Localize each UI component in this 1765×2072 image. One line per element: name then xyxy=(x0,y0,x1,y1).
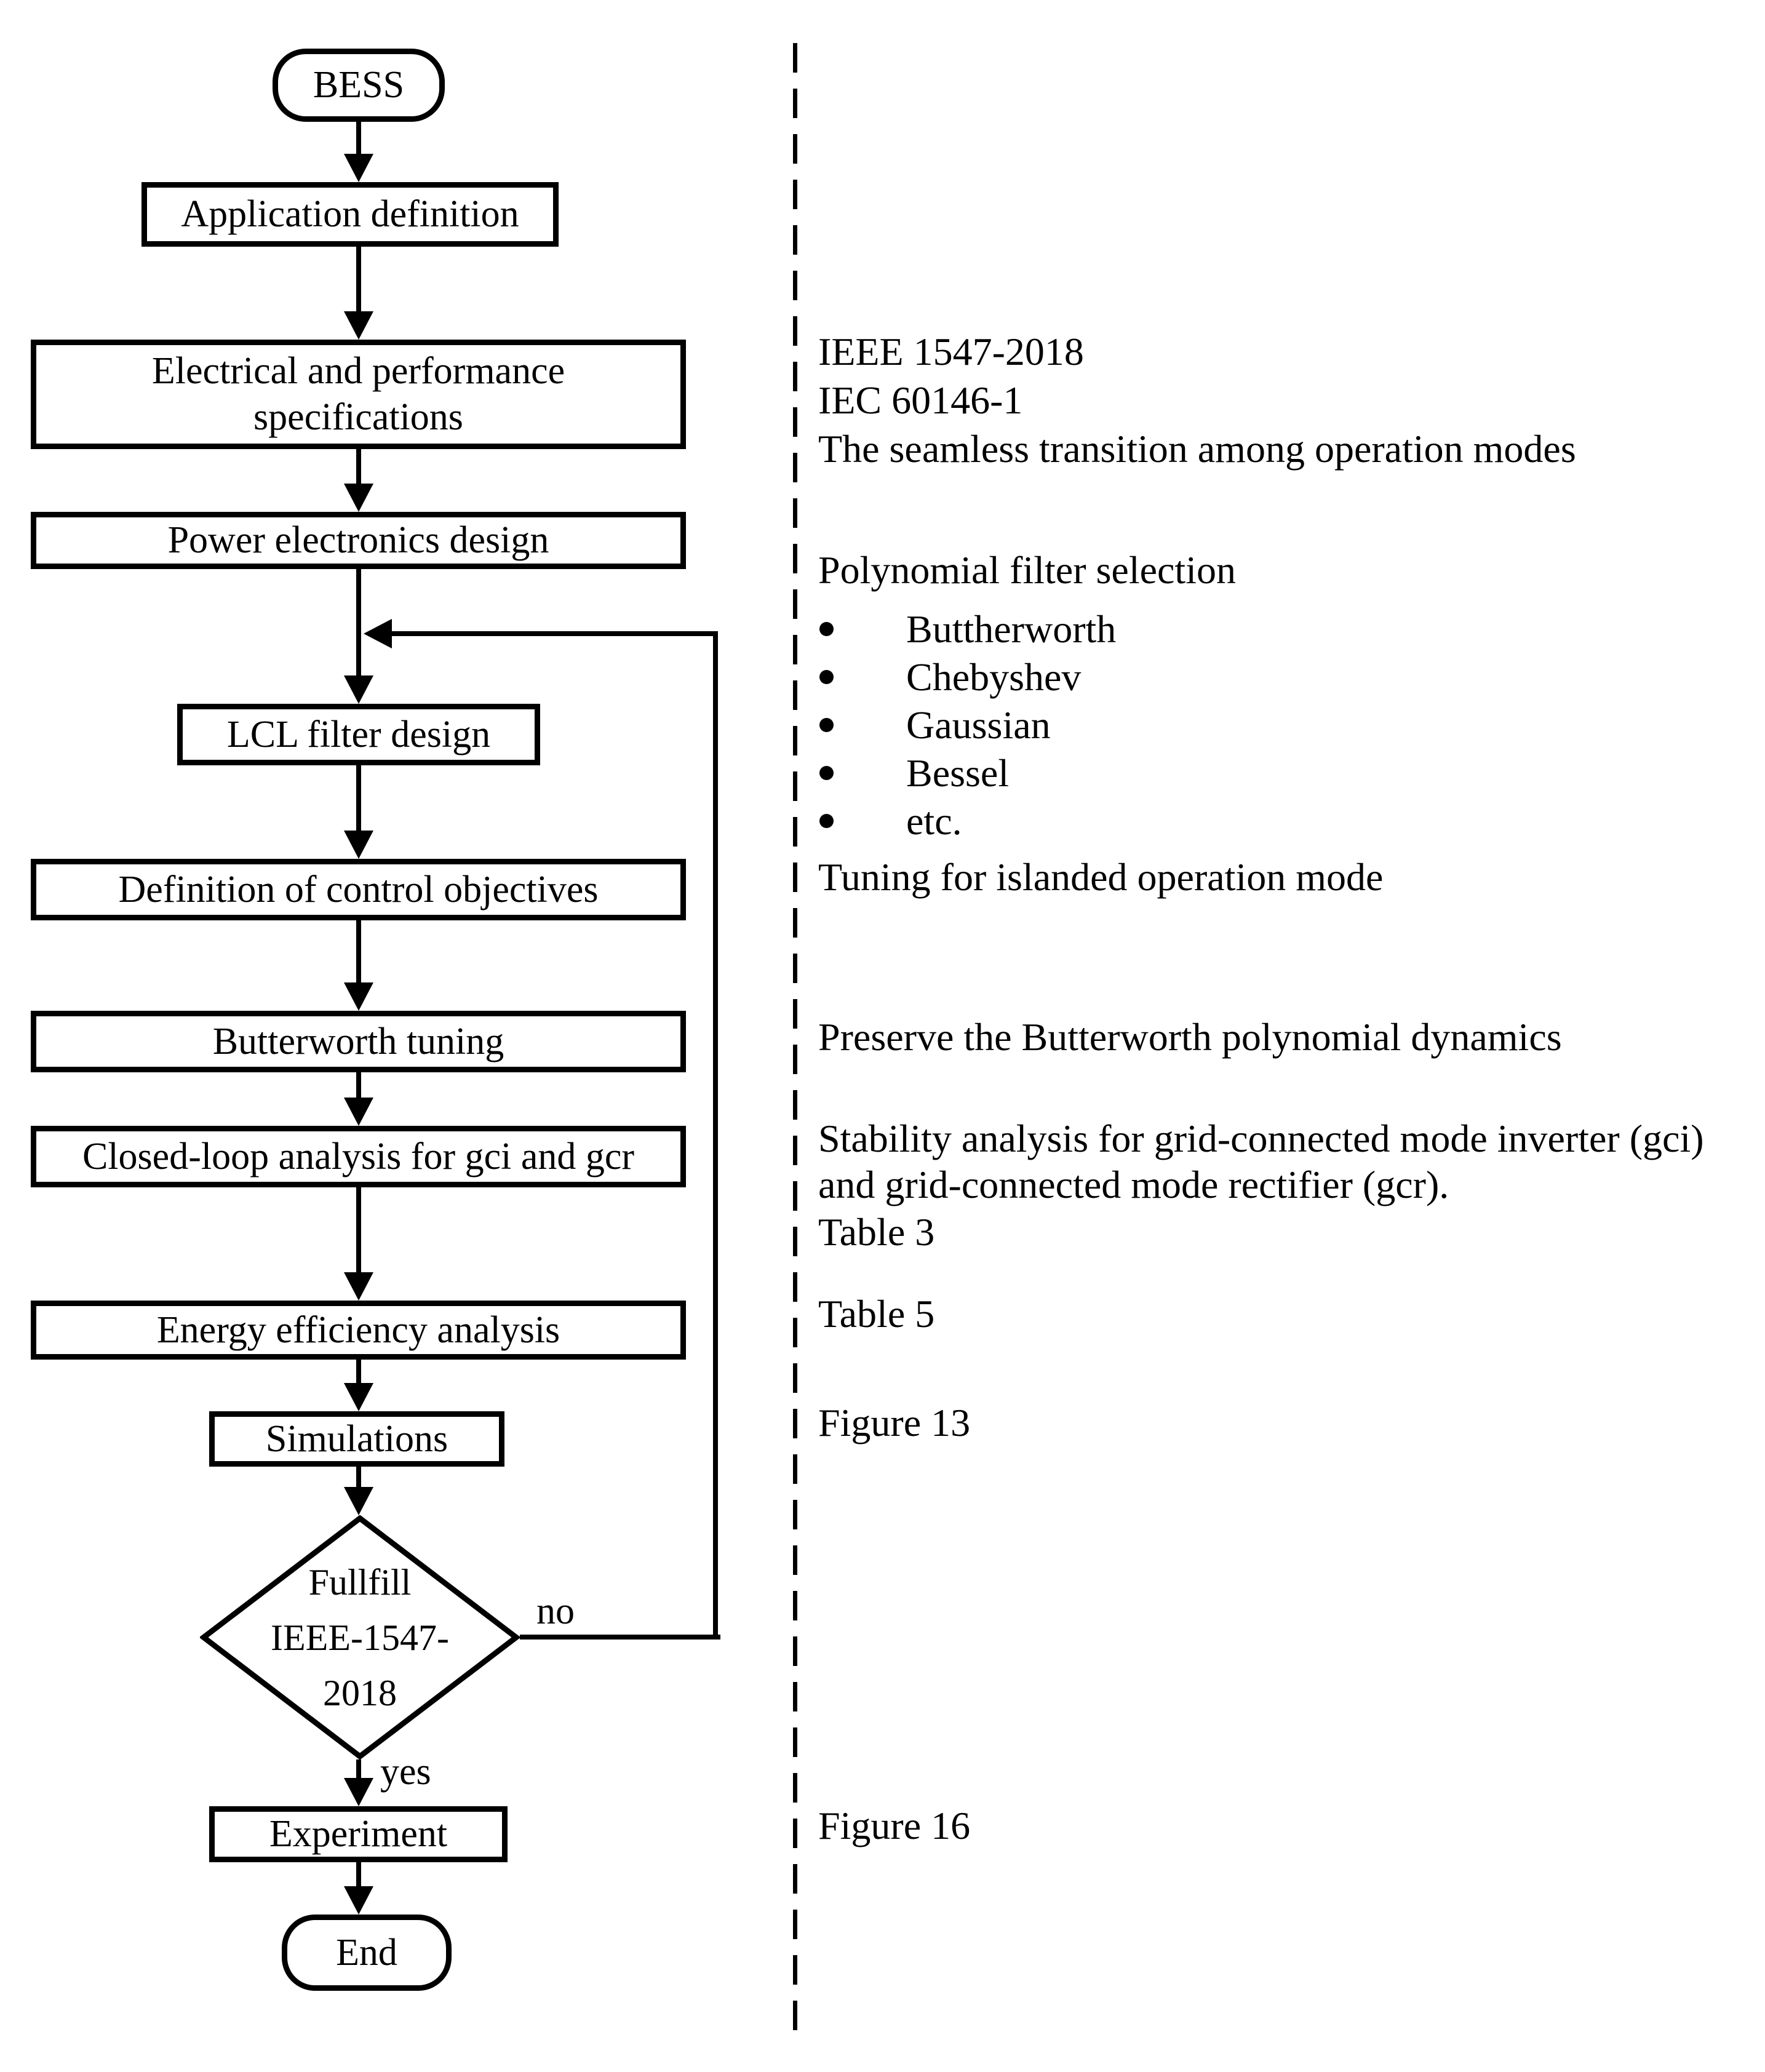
filter-item-label: Gaussian xyxy=(906,703,1051,747)
filter-item-label: etc. xyxy=(906,799,962,843)
node-control-objectives: Definition of control objectives xyxy=(31,859,686,920)
flow-line xyxy=(356,1072,361,1099)
flow-line xyxy=(356,765,361,832)
bullet-icon xyxy=(819,669,834,684)
arrow-down-icon xyxy=(344,1886,373,1915)
filter-list-item: Gaussian xyxy=(818,701,1116,749)
annotation-filter-title: Polynomial filter selection xyxy=(818,548,1236,592)
filter-list-item: Bessel xyxy=(818,749,1116,797)
arrow-down-icon xyxy=(344,1778,373,1806)
annotation-table-3: Table 3 xyxy=(818,1210,935,1254)
annotation-standards-line2: IEC 60146-1 xyxy=(818,378,1023,422)
node-control-objectives-label: Definition of control objectives xyxy=(118,868,599,910)
node-specifications-label-line2: specifications xyxy=(253,396,463,438)
bullet-icon xyxy=(819,717,834,732)
arrow-down-icon xyxy=(344,1487,373,1515)
node-butterworth-tuning-label: Butterworth tuning xyxy=(212,1020,504,1062)
yes-label: yes xyxy=(380,1751,431,1793)
node-power-electronics-design: Power electronics design xyxy=(31,512,686,569)
node-end-label: End xyxy=(336,1931,397,1974)
arrow-left-icon xyxy=(364,619,392,648)
flow-line xyxy=(356,122,361,155)
filter-item-label: Bessel xyxy=(906,751,1010,795)
arrow-down-icon xyxy=(344,831,373,859)
flow-line xyxy=(356,247,361,313)
annotation-figure-13: Figure 13 xyxy=(818,1401,971,1444)
node-lcl-filter-design-label: LCL filter design xyxy=(226,713,491,755)
annotation-preserve: Preserve the Butterworth polynomial dyna… xyxy=(818,1015,1562,1059)
filter-item-label: Buttherworth xyxy=(906,607,1117,651)
node-bess: BESS xyxy=(273,49,445,122)
node-experiment: Experiment xyxy=(209,1806,508,1862)
flow-line xyxy=(356,449,361,485)
annotation-standards-line3: The seamless transition among operation … xyxy=(818,427,1576,471)
annotation-tuning: Tuning for islanded operation mode xyxy=(818,855,1384,899)
annotation-stability-line1: Stability analysis for grid-connected mo… xyxy=(818,1117,1704,1160)
filter-list-item: Buttherworth xyxy=(818,605,1116,653)
no-label: no xyxy=(536,1590,575,1632)
flow-line xyxy=(356,1759,361,1779)
node-end: End xyxy=(282,1915,452,1991)
flow-line xyxy=(356,1862,361,1887)
node-lcl-filter-design: LCL filter design xyxy=(177,704,540,765)
feedback-line-top xyxy=(392,631,718,636)
node-closed-loop-analysis-label: Closed-loop analysis for gci and gcr xyxy=(82,1135,635,1177)
arrow-down-icon xyxy=(344,1098,373,1126)
node-specifications: Electrical and performance specification… xyxy=(31,340,686,449)
node-simulations-label: Simulations xyxy=(265,1417,448,1460)
bullet-icon xyxy=(819,621,834,636)
decision-diamond-shape xyxy=(199,1515,521,1760)
filter-list-item: Chebyshev xyxy=(818,653,1116,701)
dashed-separator-line xyxy=(793,43,797,2042)
arrow-down-icon xyxy=(344,311,373,340)
bullet-icon xyxy=(819,765,834,780)
node-closed-loop-analysis: Closed-loop analysis for gci and gcr xyxy=(31,1126,686,1187)
annotation-standards: IEEE 1547-2018 IEC 60146-1 The seamless … xyxy=(818,327,1576,473)
annotation-stability-line2: and grid-connected mode rectifier (gcr). xyxy=(818,1163,1449,1206)
decision-label-line1: Fullfill xyxy=(308,1561,412,1603)
annotation-figure-16: Figure 16 xyxy=(818,1804,971,1847)
node-specifications-label-line1: Electrical and performance xyxy=(151,350,565,392)
arrow-down-icon xyxy=(344,484,373,512)
feedback-line-bottom xyxy=(520,1635,720,1640)
node-power-electronics-design-label: Power electronics design xyxy=(167,519,549,561)
filter-item-label: Chebyshev xyxy=(906,655,1082,699)
flow-line xyxy=(356,569,361,677)
arrow-down-icon xyxy=(344,675,373,704)
node-energy-efficiency-analysis: Energy efficiency analysis xyxy=(31,1301,686,1360)
feedback-line-vertical xyxy=(713,631,718,1640)
decision-label-line3: 2018 xyxy=(323,1672,397,1713)
node-simulations: Simulations xyxy=(209,1411,504,1467)
arrow-down-icon xyxy=(344,154,373,182)
node-butterworth-tuning: Butterworth tuning xyxy=(31,1011,686,1072)
decision-fulfill-ieee: Fullfill IEEE-1547- 2018 xyxy=(199,1515,521,1760)
arrow-down-icon xyxy=(344,1383,373,1411)
node-application-definition: Application definition xyxy=(141,182,559,247)
bullet-icon xyxy=(819,813,834,828)
node-energy-efficiency-analysis-label: Energy efficiency analysis xyxy=(156,1309,560,1351)
flow-line xyxy=(356,920,361,984)
decision-label-line2: IEEE-1547- xyxy=(271,1617,449,1658)
node-experiment-label: Experiment xyxy=(269,1813,448,1855)
flow-line xyxy=(356,1187,361,1273)
node-bess-label: BESS xyxy=(313,64,405,106)
arrow-down-icon xyxy=(344,1272,373,1301)
flow-line xyxy=(356,1360,361,1384)
node-application-definition-label: Application definition xyxy=(181,193,519,235)
annotation-filter-list: Buttherworth Chebyshev Gaussian Bessel e… xyxy=(818,605,1116,845)
annotation-standards-line1: IEEE 1547-2018 xyxy=(818,330,1084,373)
decision-label: Fullfill IEEE-1547- 2018 xyxy=(200,1515,520,1759)
filter-list-item: etc. xyxy=(818,797,1116,845)
flow-line xyxy=(356,1467,361,1488)
annotation-stability: Stability analysis for grid-connected mo… xyxy=(818,1115,1704,1208)
arrow-down-icon xyxy=(344,982,373,1011)
annotation-table-5: Table 5 xyxy=(818,1292,935,1336)
